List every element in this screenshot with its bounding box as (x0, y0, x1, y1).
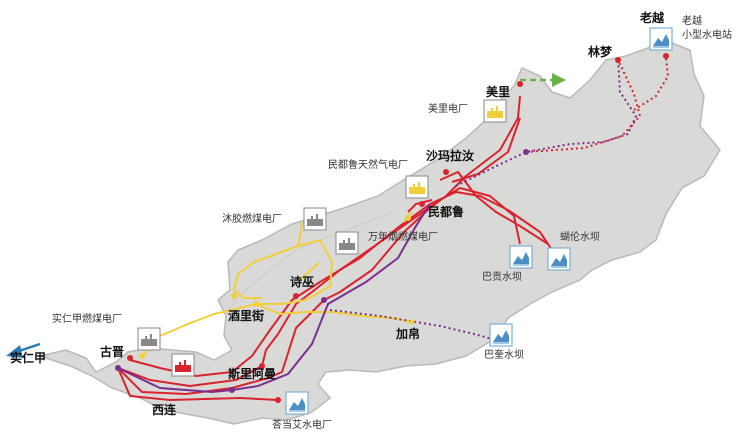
bagong-dam-icon (509, 245, 533, 269)
plant-laoyue-line2: 小型水电站 (682, 28, 732, 41)
city-shirenjia: 实仁甲 (10, 350, 46, 365)
purple-transmission-lines (117, 203, 431, 393)
arrow-west (6, 342, 41, 358)
coastline-north (225, 209, 397, 317)
city-xilian: 西连 (152, 402, 177, 417)
dangai-hydro-icon (285, 391, 309, 415)
arrow-east (520, 73, 566, 87)
city-silialiman: 斯里阿曼 (228, 366, 276, 381)
grid-nodes (115, 53, 669, 403)
meili-plant-icon (483, 99, 507, 123)
city-meili: 美里 (486, 84, 510, 99)
plant-dangai-hydro: 荅当艾水电厂 (272, 418, 332, 431)
city-gujin: 古晋 (100, 344, 124, 359)
city-mindulu: 民都鲁 (428, 204, 464, 219)
city-jiulijie: 酒里街 (228, 308, 264, 323)
wannian-coal-plant-icon (335, 231, 359, 255)
city-shiwu: 诗巫 (290, 274, 314, 289)
plant-mindulu-gas: 民都鲁天然气电厂 (328, 158, 408, 171)
plant-hulun-dam: 蝴伦水坝 (560, 230, 600, 243)
muzhen-coal-plant-icon (303, 207, 327, 231)
city-jiabo: 加帛 (395, 326, 420, 341)
dotted-lines (329, 57, 670, 341)
city-linmeng: 林梦 (588, 44, 613, 59)
hulun-dam-icon (547, 247, 571, 271)
city-laoyue: 老越 (640, 10, 665, 25)
city-shamala: 沙玛拉汝 (426, 148, 474, 163)
gujin-red-plant-icon (171, 353, 195, 377)
mindulu-gas-plant-icon (405, 175, 429, 199)
plant-muzhen-coal: 沐胶燃煤电厂 (222, 212, 282, 225)
city-labels: 老越 林梦 美里 沙玛拉汝 民都鲁 诗巫 酒里街 加帛 古晋 斯里阿曼 西连 实… (10, 10, 665, 417)
plant-meili: 美里电厂 (428, 102, 468, 115)
plant-bagong-dam: 巴贡水坝 (482, 271, 522, 283)
shirenjia-coal-plant-icon (137, 327, 161, 351)
landmass (37, 39, 721, 425)
bakui-dam-icon (489, 323, 513, 347)
red-transmission-lines (117, 95, 557, 401)
plant-labels: 老越 小型水电站 美里电厂 民都鲁天然气电厂 沐胶燃煤电厂 万年烟燃煤电厂 蝴伦… (52, 14, 732, 431)
laoyue-hydro-icon (649, 27, 673, 51)
plant-shirenjia-coal: 实仁甲燃煤电厂 (52, 312, 122, 325)
plant-wannian-coal: 万年烟燃煤电厂 (368, 230, 438, 243)
plant-laoyue-line1: 老越 (682, 14, 702, 27)
plant-bakui-dam: 巴奎水坝 (484, 348, 524, 361)
